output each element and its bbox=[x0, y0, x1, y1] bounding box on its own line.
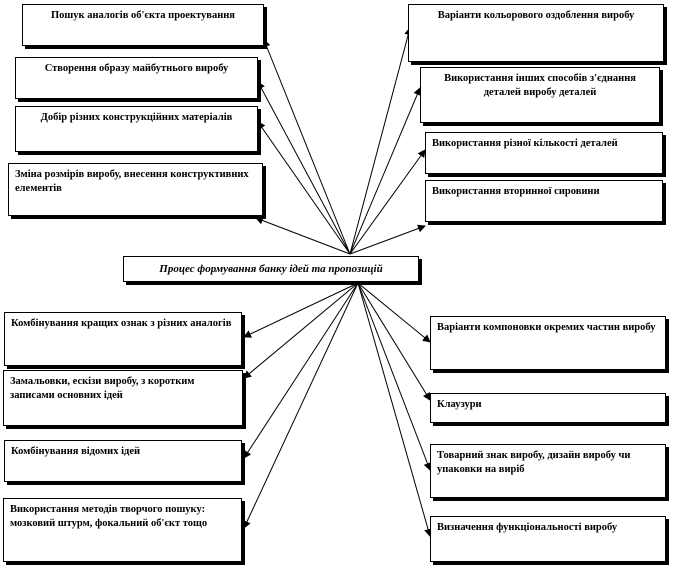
arrow-to-materials bbox=[257, 121, 351, 255]
box-recycled: Використання вторинної сировини bbox=[425, 180, 663, 222]
box-sketches: Замальовки, ескізи виробу, з коротким за… bbox=[3, 370, 243, 426]
arrow-to-size-change bbox=[255, 216, 351, 255]
box-materials: Добір різних конструкційних матеріалів bbox=[15, 106, 258, 152]
box-layout-variants: Варіанти компоновки окремих частин вироб… bbox=[430, 316, 666, 370]
box-future-image: Створення образу майбутнього виробу bbox=[15, 57, 258, 99]
box-size-change: Зміна розмірів виробу, внесення конструк… bbox=[8, 163, 263, 216]
box-trademark-design: Товарний знак виробу, дизайн виробу чи у… bbox=[430, 444, 666, 498]
arrow-to-color-finish bbox=[349, 27, 413, 255]
arrow-to-creative-methods bbox=[243, 282, 359, 529]
arrow-to-recycled bbox=[349, 224, 426, 255]
box-color-finish: Варіанти кольорового оздоблення виробу bbox=[408, 4, 664, 62]
box-search-analogs: Пошук аналогів об'єкта проектування bbox=[22, 4, 264, 46]
arrow-to-part-count bbox=[349, 149, 426, 255]
box-joining-methods: Використання інших способів з'єднання де… bbox=[420, 67, 660, 123]
box-combine-features: Комбінування кращих ознак з різних анало… bbox=[4, 312, 242, 366]
central-process-box: Процес формування банку ідей та пропозиц… bbox=[123, 256, 419, 282]
box-combine-ideas: Комбінування відомих ідей bbox=[4, 440, 242, 482]
arrow-to-search-analogs bbox=[262, 39, 351, 255]
box-part-count: Використання різної кількості деталей bbox=[425, 132, 663, 174]
arrow-to-functionality bbox=[357, 282, 432, 537]
arrow-to-sketches bbox=[243, 282, 359, 379]
arrow-to-joining-methods bbox=[349, 87, 421, 255]
box-functionality: Визначення функціональності виробу bbox=[430, 516, 666, 562]
arrow-to-layout-variants bbox=[357, 282, 431, 343]
arrow-to-future-image bbox=[257, 81, 351, 255]
arrow-to-combine-features bbox=[243, 282, 359, 338]
box-creative-methods: Використання методів творчого пошуку: мо… bbox=[3, 498, 242, 562]
arrow-to-combine-ideas bbox=[243, 282, 359, 459]
box-clausuri: Клаузури bbox=[430, 393, 666, 423]
arrow-to-trademark-design bbox=[357, 282, 432, 471]
arrow-to-clausuri bbox=[357, 282, 431, 401]
